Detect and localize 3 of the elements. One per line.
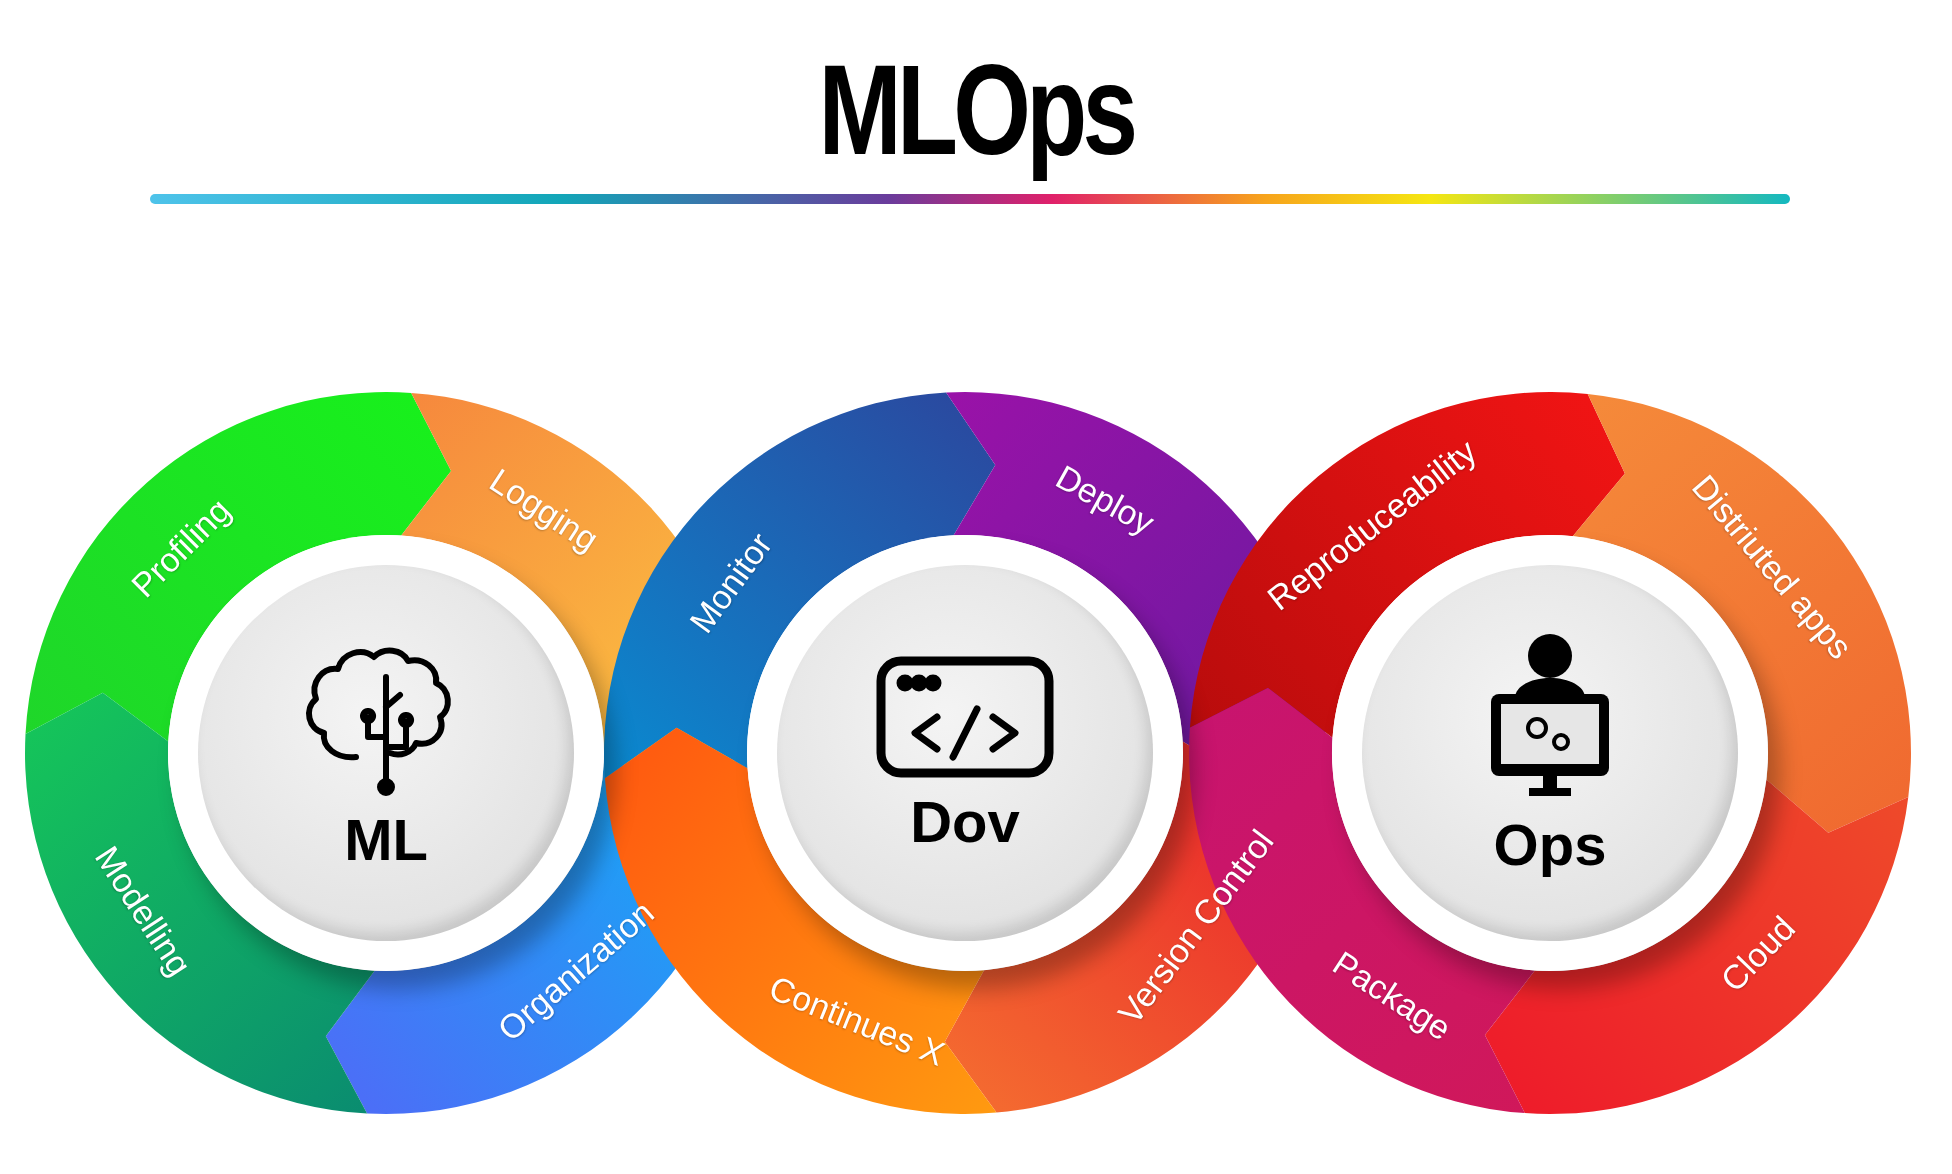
center-label: Dov: [910, 793, 1020, 851]
title: MLOps: [818, 40, 1134, 181]
center-label: ML: [344, 811, 428, 869]
